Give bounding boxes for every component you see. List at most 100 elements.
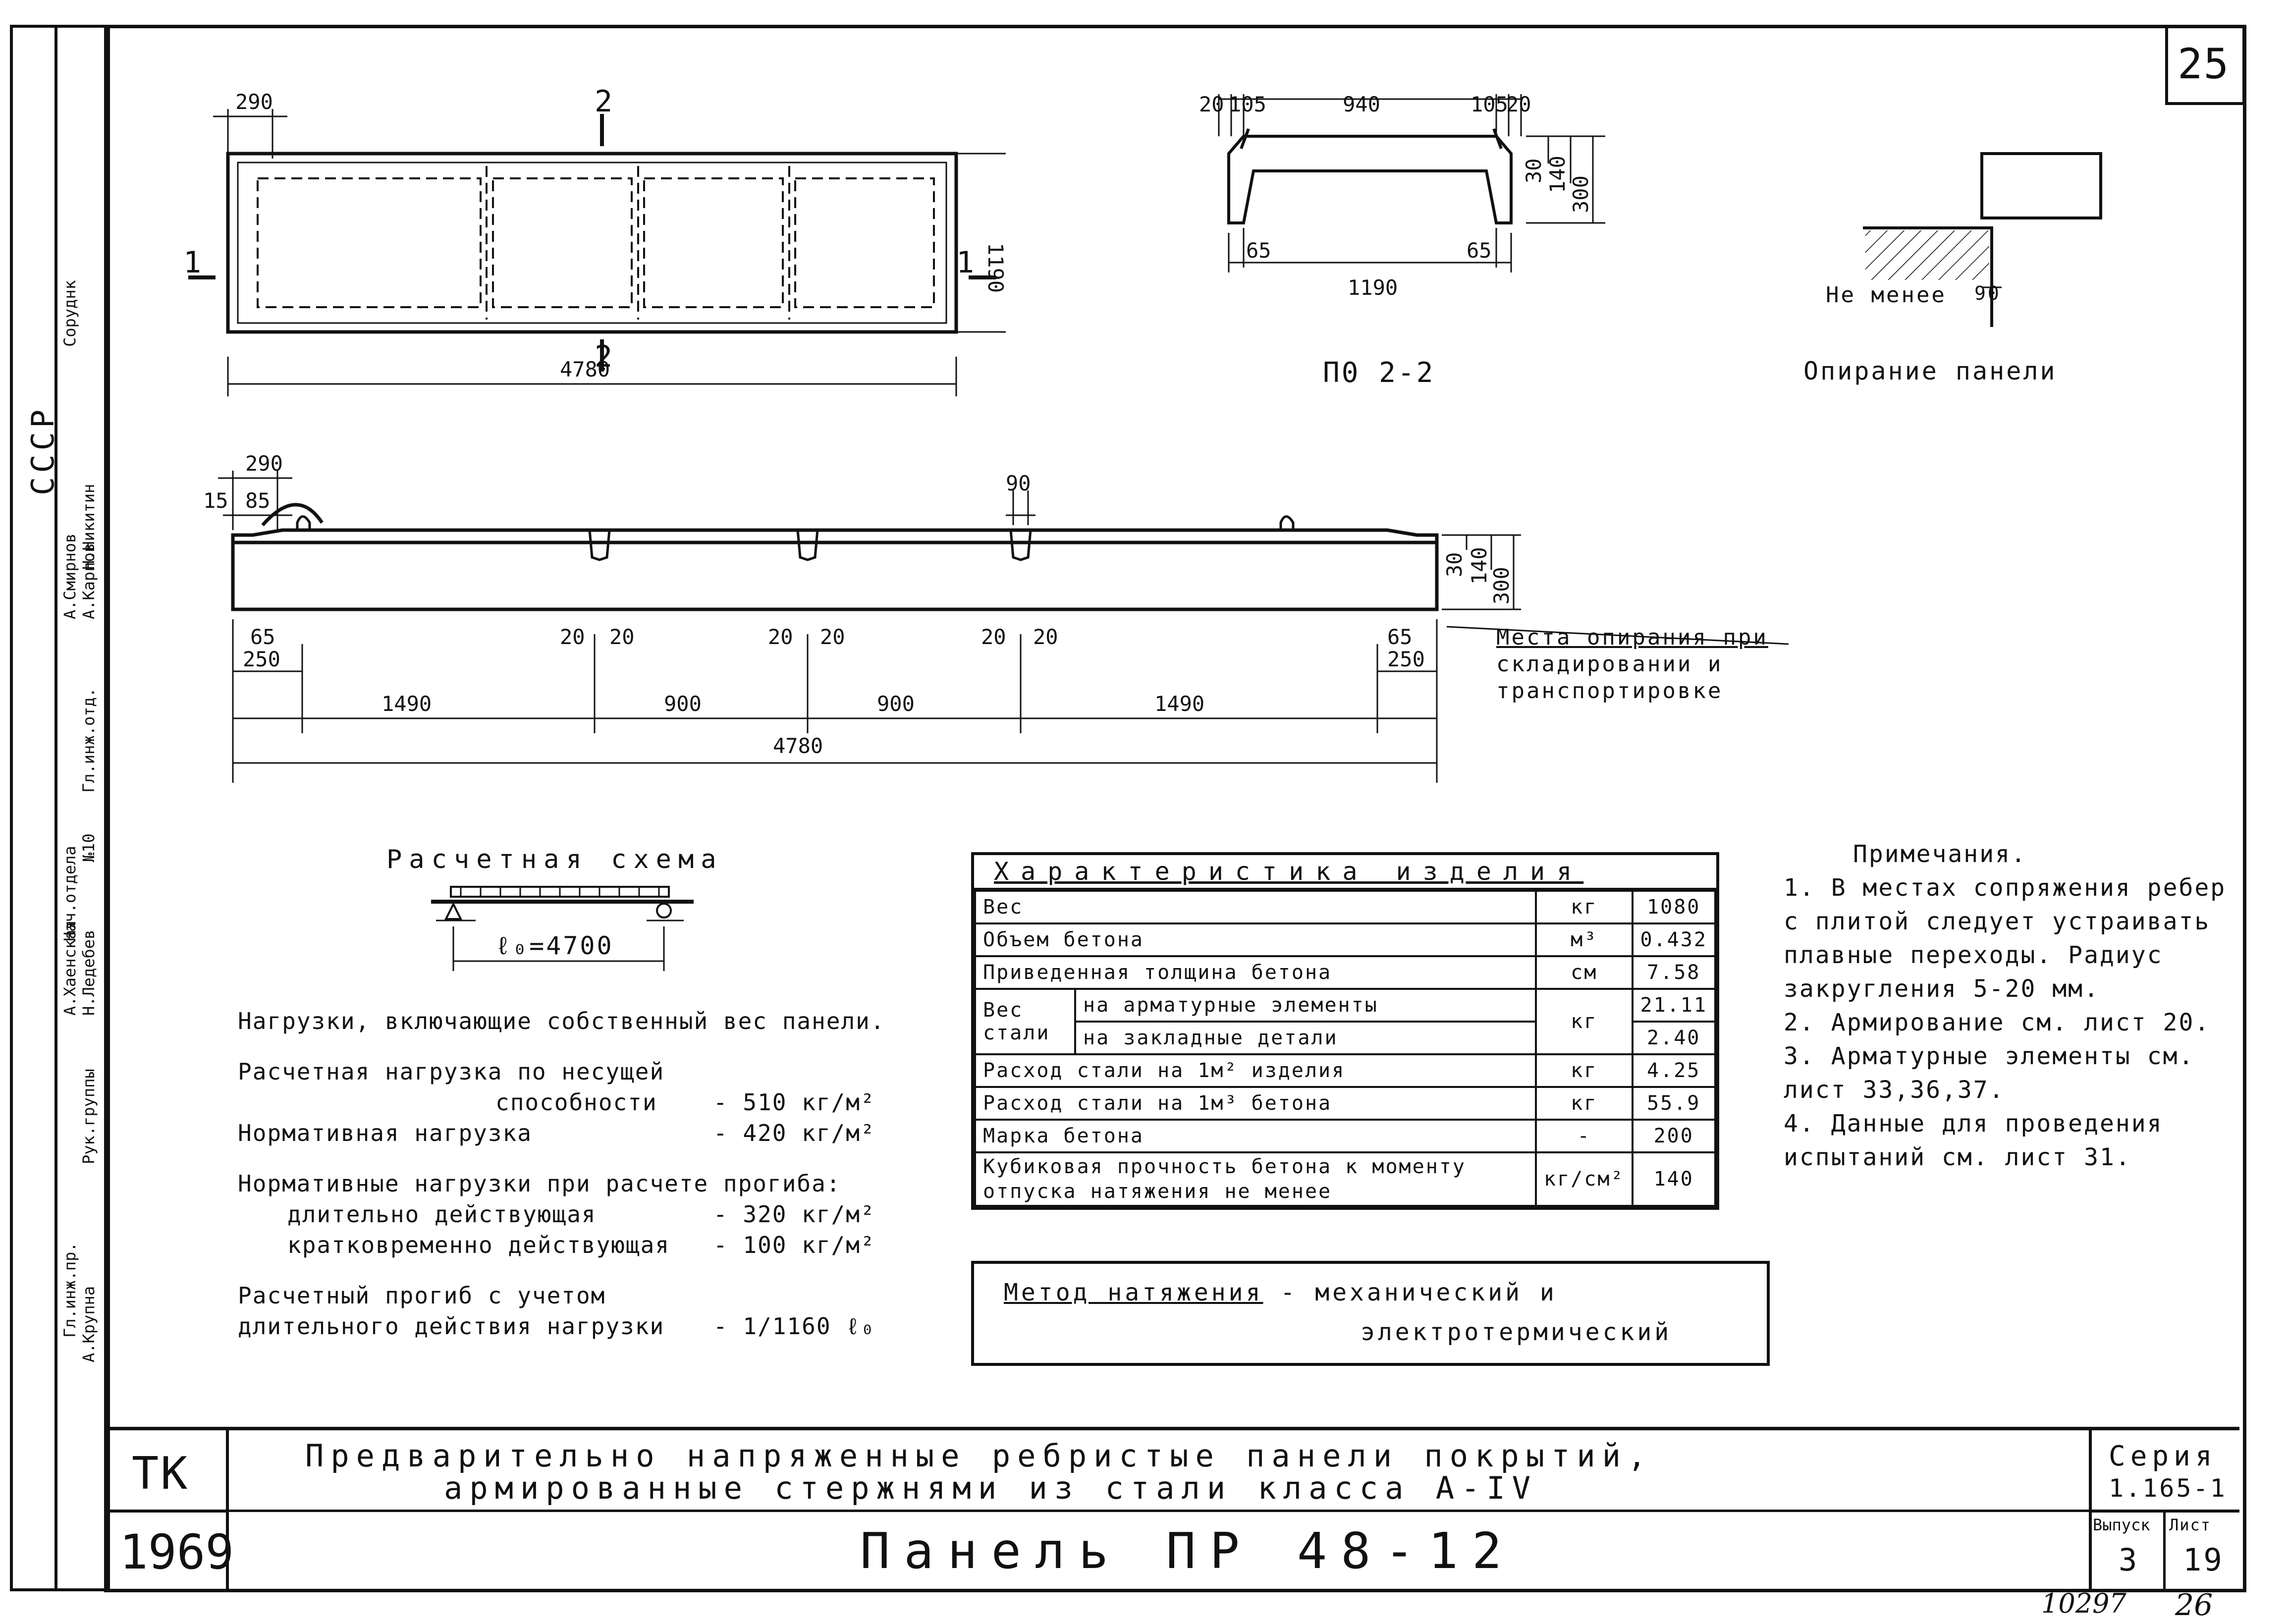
tension-method-label: Метод натяжения (1004, 1279, 1263, 1306)
notes: Примечания. 1. В местах сопряжения ребер… (1784, 837, 2230, 1174)
row-name: Вес (974, 890, 1537, 924)
support-label: Не менее (1826, 282, 1947, 308)
table-row: Вес кг 1080 (974, 890, 1716, 924)
elev-dim-250a: 250 (243, 647, 280, 671)
row-unit: кг (1535, 1086, 1634, 1121)
table-row: Марка бетона - 200 (974, 1119, 1716, 1153)
sheet-number-box (2165, 25, 2245, 105)
plan-dim-4780: 4780 (560, 357, 610, 381)
title-block: ТК 1969 Предварительно напряженные ребри… (107, 1427, 2239, 1589)
sheet-value: 19 (2183, 1542, 2224, 1578)
plan-view-drawing: 290 4780 1190 1 1 2 2 (183, 84, 1006, 396)
product-name: Панель ПР 48-12 (860, 1522, 1516, 1580)
notes-title: Примечания. (1853, 840, 2027, 868)
calc-loads: Нагрузки, включающие собственный вес пан… (238, 1006, 885, 1342)
section-dim-105a: 105 (1229, 92, 1266, 116)
table-row: Приведенная толщина бетона см 7.58 (974, 955, 1716, 990)
support-value: 90 (1974, 282, 2001, 304)
elev-dim-4780: 4780 (773, 734, 823, 758)
row-name: Расход стали на 1м² изделия (974, 1053, 1537, 1088)
elevation-note-line: транспортировке (1496, 678, 1723, 704)
table-row: Расход стали на 1м² изделия кг 4.25 (974, 1053, 1716, 1088)
row-value: 0.432 (1631, 922, 1716, 957)
tension-method-value: - механический и (1280, 1279, 1557, 1306)
elev-dim-1490b: 1490 (1154, 692, 1204, 716)
support-detail-drawing (1863, 152, 2102, 327)
deflection-label: Расчетный прогиб с учетом (238, 1282, 606, 1309)
design-load-label-cont: способности (495, 1089, 657, 1116)
support-title: Опирание панели (1803, 357, 2057, 385)
elev-dim-65a: 65 (250, 625, 275, 649)
stamp-role: Гл.инж.отд. (79, 688, 98, 793)
row-value: 140 (1631, 1151, 1716, 1207)
row-value: 7.58 (1631, 955, 1716, 990)
table-row: Расход стали на 1м³ бетона кг 55.9 (974, 1086, 1716, 1121)
plan-section-1-right: 1 (956, 245, 974, 280)
row-unit: м³ (1535, 922, 1634, 957)
elevation-note: Места опирания при складировании и транс… (1496, 624, 1768, 704)
stamp-columns (54, 25, 57, 1588)
deflection-loads-title: Нормативные нагрузки при расчете прогиба… (238, 1170, 841, 1197)
row-value: 2.40 (1631, 1021, 1716, 1055)
plan-section-2-top: 2 (595, 84, 612, 119)
tension-method-box: Метод натяжения - механический и электро… (971, 1261, 1770, 1366)
row-unit: кг (1535, 1053, 1634, 1088)
design-load-value: - 510 кг/м² (713, 1089, 875, 1116)
note-item: 4. Данные для проведения испытаний см. л… (1784, 1110, 2163, 1171)
elevation-note-line: складировании и (1496, 651, 1723, 677)
table-title: Характеристика изделия (974, 855, 1716, 890)
plan-dim-1190: 1190 (983, 243, 1006, 293)
stamp-role: Рук.группы (79, 1069, 98, 1164)
row-value: 21.11 (1631, 988, 1716, 1023)
table-row: Объем бетона м³ 0.432 (974, 922, 1716, 957)
issue-value: 3 (2119, 1542, 2139, 1578)
elev-dim-20: 20 (820, 625, 845, 649)
stamp-name: А.Хаенская (60, 920, 79, 1016)
plan-section-2-bottom: 2 (595, 339, 612, 374)
row-name: Приведенная толщина бетона (974, 955, 1537, 990)
row-group: Вес стали (974, 988, 1076, 1055)
deflection-value: - 1/1160 ℓ₀ (713, 1313, 875, 1340)
note-item: 3. Арматурные элементы см. лист 33,36,37… (1784, 1042, 2195, 1104)
row-value: 55.9 (1631, 1086, 1716, 1121)
elev-dim-20: 20 (981, 625, 1006, 649)
deflection-label-cont: длительного действия нагрузки (238, 1313, 665, 1340)
short-term-load-value: - 100 кг/м² (713, 1232, 875, 1258)
elev-dim-140: 140 (1467, 547, 1491, 585)
title-year: 1969 (119, 1524, 234, 1580)
section-dim-20b: 20 (1506, 92, 1531, 116)
section-dim-140: 140 (1545, 156, 1570, 193)
elev-dim-900b: 900 (877, 692, 915, 716)
sheet-label: Лист (2169, 1516, 2212, 1534)
row-name: Кубиковая прочность бетона к моменту отп… (974, 1151, 1537, 1207)
plan-dim-290: 290 (235, 90, 273, 114)
section-dim-300: 300 (1569, 175, 1593, 213)
title-line1: Предварительно напряженные ребристые пан… (305, 1438, 1653, 1474)
design-load-label: Расчетная нагрузка по несущей (238, 1058, 665, 1085)
normative-load-label: Нормативная нагрузка (238, 1120, 532, 1146)
elev-dim-20: 20 (560, 625, 585, 649)
elev-dim-1490a: 1490 (381, 692, 432, 716)
stamp-name: Н.Никитин (79, 484, 98, 570)
elev-dim-30: 30 (1442, 552, 1467, 577)
elev-dim-900a: 900 (664, 692, 702, 716)
row-unit: см (1535, 955, 1634, 990)
row-sub: на закладные детали (1074, 1021, 1537, 1055)
elev-dim-65b: 65 (1387, 625, 1413, 649)
archive-number: 10297 (2041, 1588, 2126, 1619)
row-name: Объем бетона (974, 922, 1537, 957)
characteristics-grid: Вес кг 1080 Объем бетона м³ 0.432 Привед… (974, 890, 1716, 1207)
long-term-load-label: длительно действующая (287, 1201, 597, 1228)
sheet-number: 25 (2178, 40, 2230, 88)
approval-stamp (10, 25, 110, 1591)
elev-dim-20: 20 (1033, 625, 1058, 649)
calc-span: ℓ₀=4700 (495, 931, 614, 960)
table-row: Вес стали на арматурные элементы кг 21.1… (974, 988, 1716, 1055)
characteristics-table: Характеристика изделия Вес кг 1080 Объем… (971, 852, 1719, 1210)
stamp-name: Н.Ледебев (79, 929, 98, 1016)
series-value: 1.165-1 (2109, 1474, 2227, 1503)
row-value: 1080 (1631, 890, 1716, 924)
row-unit: - (1535, 1119, 1634, 1153)
elev-dim-290: 290 (245, 451, 283, 476)
row-name: Расход стали на 1м³ бетона (974, 1086, 1537, 1121)
